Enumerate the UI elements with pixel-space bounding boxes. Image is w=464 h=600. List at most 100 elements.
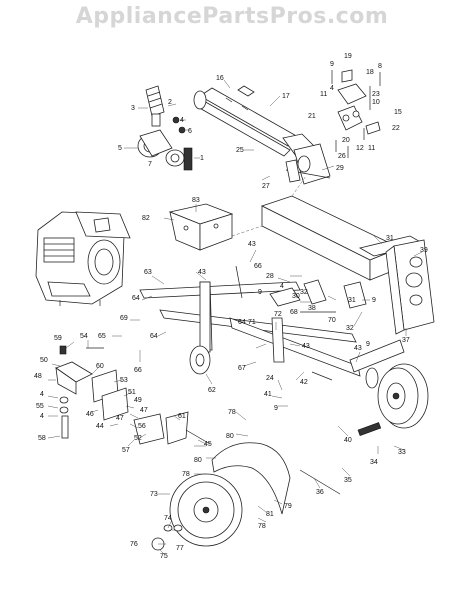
callout-20: 20 bbox=[342, 137, 350, 144]
callout-11b: 11 bbox=[320, 91, 327, 98]
callout-32b: 32 bbox=[300, 289, 308, 296]
callout-9d: 9 bbox=[258, 289, 262, 296]
callout-labels: 1 2 3 4 5 6 7 16 17 25 27 29 21 26 20 12… bbox=[34, 53, 428, 560]
callout-53: 53 bbox=[120, 377, 128, 384]
callout-17: 17 bbox=[282, 93, 290, 100]
callout-54: 54 bbox=[80, 333, 88, 340]
callout-4: 4 bbox=[180, 117, 184, 124]
callout-39: 39 bbox=[420, 247, 428, 254]
callout-34: 34 bbox=[370, 459, 378, 466]
callout-58: 58 bbox=[38, 435, 46, 442]
callout-1: 1 bbox=[200, 155, 204, 162]
callout-19: 19 bbox=[344, 53, 352, 60]
callout-9e: 9 bbox=[274, 405, 278, 412]
watermark: AppliancePartsPros.com bbox=[75, 4, 389, 29]
callout-7: 7 bbox=[148, 161, 152, 168]
callout-22: 22 bbox=[392, 125, 400, 132]
callout-62: 62 bbox=[208, 387, 216, 394]
callout-75: 75 bbox=[160, 553, 168, 560]
callout-65: 65 bbox=[98, 333, 106, 340]
callout-25: 25 bbox=[236, 147, 244, 154]
callout-37: 37 bbox=[402, 337, 410, 344]
callout-73: 73 bbox=[150, 491, 158, 498]
callout-16: 16 bbox=[216, 75, 224, 82]
callout-66a: 66 bbox=[254, 263, 262, 270]
axle-frame bbox=[139, 279, 405, 377]
callout-83: 83 bbox=[192, 197, 200, 204]
callout-28: 28 bbox=[266, 273, 274, 280]
callout-26: 26 bbox=[338, 153, 346, 160]
callout-35: 35 bbox=[344, 477, 352, 484]
spring-rods bbox=[235, 265, 382, 495]
callout-48: 48 bbox=[34, 373, 42, 380]
callout-47b: 47 bbox=[116, 415, 124, 422]
callout-11a: 11 bbox=[368, 145, 375, 152]
callout-81: 81 bbox=[266, 511, 274, 518]
left-wheel bbox=[151, 473, 243, 551]
callout-40: 40 bbox=[344, 437, 352, 444]
jack-stand bbox=[189, 281, 211, 375]
callout-60: 60 bbox=[96, 363, 104, 370]
callout-32a: 32 bbox=[346, 325, 354, 332]
callout-6: 6 bbox=[188, 128, 192, 135]
callout-74: 74 bbox=[164, 515, 172, 522]
callout-27: 27 bbox=[262, 183, 270, 190]
callout-4d: 4 bbox=[40, 391, 44, 398]
callout-30: 30 bbox=[292, 293, 300, 300]
callout-64c: 64 bbox=[238, 319, 246, 326]
control-valve bbox=[331, 69, 381, 158]
callout-55: 55 bbox=[36, 403, 44, 410]
callout-2: 2 bbox=[168, 99, 172, 106]
callout-78c: 78 bbox=[258, 523, 266, 530]
callout-72: 72 bbox=[274, 311, 282, 318]
callout-46: 46 bbox=[86, 411, 94, 418]
callout-64a: 64 bbox=[132, 295, 140, 302]
callout-71: 71 bbox=[248, 319, 256, 326]
fender bbox=[211, 442, 291, 515]
engine-mount-plate bbox=[168, 203, 234, 251]
main-beam bbox=[231, 175, 401, 281]
callout-36: 36 bbox=[316, 489, 324, 496]
callout-44: 44 bbox=[96, 423, 104, 430]
callout-15: 15 bbox=[394, 109, 402, 116]
callout-80b: 80 bbox=[194, 457, 202, 464]
pump-assembly bbox=[137, 85, 193, 171]
callout-4b: 4 bbox=[330, 85, 334, 92]
callout-3: 3 bbox=[131, 105, 135, 112]
callout-77: 77 bbox=[176, 545, 184, 552]
callout-9c: 9 bbox=[366, 341, 370, 348]
callout-33: 33 bbox=[398, 449, 406, 456]
callout-31: 31 bbox=[386, 235, 394, 242]
callout-51: 51 bbox=[128, 389, 136, 396]
callout-45: 45 bbox=[204, 441, 212, 448]
callout-38: 38 bbox=[308, 305, 316, 312]
callout-78b: 78 bbox=[182, 471, 190, 478]
callout-64b: 64 bbox=[150, 333, 158, 340]
callout-9b: 9 bbox=[372, 297, 376, 304]
callout-63: 63 bbox=[144, 269, 152, 276]
callout-5: 5 bbox=[118, 145, 122, 152]
callout-66b: 66 bbox=[134, 367, 142, 374]
callout-59: 59 bbox=[54, 335, 62, 342]
callout-50: 50 bbox=[40, 357, 48, 364]
callout-9a: 9 bbox=[330, 61, 334, 68]
hydraulic-cylinder bbox=[193, 85, 331, 185]
callout-43a: 43 bbox=[248, 241, 256, 248]
callout-21: 21 bbox=[308, 113, 316, 120]
callout-41: 41 bbox=[264, 391, 272, 398]
callout-4e: 4 bbox=[40, 413, 44, 420]
callout-56: 56 bbox=[138, 423, 146, 430]
callout-29: 29 bbox=[336, 165, 344, 172]
control-linkage bbox=[55, 345, 211, 445]
callout-76: 76 bbox=[130, 541, 138, 548]
callout-67: 67 bbox=[238, 365, 246, 372]
callout-52: 52 bbox=[134, 435, 142, 442]
callout-24: 24 bbox=[266, 375, 274, 382]
callout-69: 69 bbox=[120, 315, 128, 322]
callout-82: 82 bbox=[142, 215, 150, 222]
callout-43c: 43 bbox=[302, 343, 310, 350]
callout-47a: 47 bbox=[140, 407, 148, 414]
end-plate bbox=[358, 235, 435, 335]
callout-42: 42 bbox=[300, 379, 308, 386]
